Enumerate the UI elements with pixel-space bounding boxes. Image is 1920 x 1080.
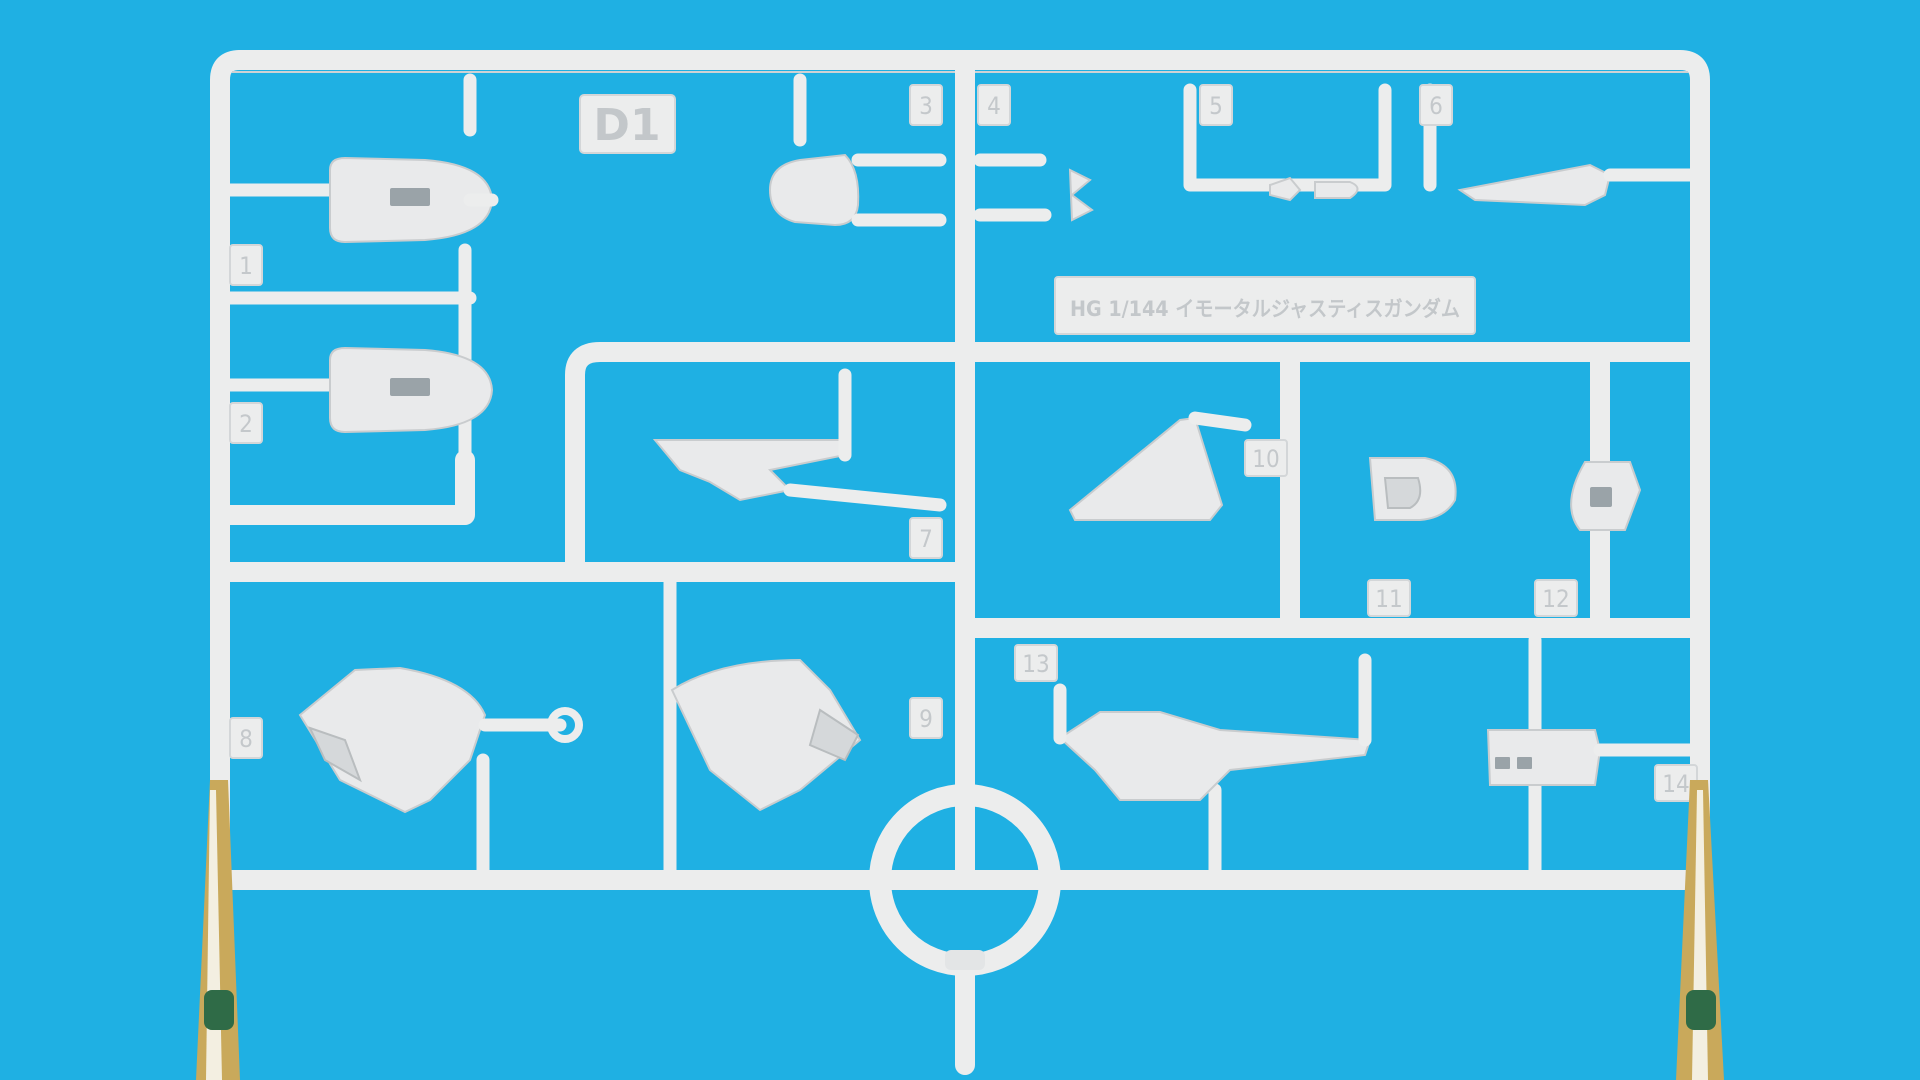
- part-12: [1570, 461, 1642, 531]
- part-14: [1486, 729, 1707, 786]
- part-number-13: 13: [1022, 650, 1049, 678]
- part-8: [298, 666, 583, 814]
- part-number-10: 10: [1252, 445, 1279, 473]
- part-10: [1068, 411, 1252, 521]
- sprue-id-label: D1: [593, 100, 660, 151]
- sprue-ring: [869, 784, 1061, 1075]
- part-3: [768, 153, 947, 227]
- part-6: [1457, 163, 1697, 207]
- part-1: [329, 156, 499, 244]
- part-11: [1368, 457, 1457, 521]
- part-number-1: 1: [239, 252, 253, 280]
- part-number-4: 4: [987, 92, 1001, 120]
- part-number-14: 14: [1662, 770, 1689, 798]
- part-number-7: 7: [919, 525, 933, 553]
- part-number-8: 8: [239, 725, 253, 753]
- left-alligator-clip: [196, 780, 240, 1080]
- part-number-3: 3: [919, 92, 933, 120]
- title-plate: HG 1/144 イモータルジャスティスガンダム: [1054, 276, 1476, 335]
- part-9: [670, 658, 862, 812]
- part-2: [329, 346, 494, 434]
- part-number-12: 12: [1542, 585, 1569, 613]
- part-number-6: 6: [1429, 92, 1443, 120]
- part-number-11: 11: [1375, 585, 1402, 613]
- model-parts: [298, 153, 1707, 814]
- part-4: [973, 153, 1094, 222]
- right-alligator-clip: [1676, 780, 1724, 1080]
- part-7: [652, 368, 947, 512]
- title-plate-text: HG 1/144 イモータルジャスティスガンダム: [1070, 297, 1460, 321]
- part-13: [1053, 653, 1372, 801]
- part-number-tags: 1 2 3 4 5 6 7 8 9 10 11 12 13 14: [229, 84, 1698, 802]
- sprue-id-tag: D1: [579, 94, 676, 154]
- part-number-9: 9: [919, 705, 933, 733]
- part-5: [1269, 176, 1359, 202]
- part-number-5: 5: [1209, 92, 1223, 120]
- part-number-2: 2: [239, 410, 253, 438]
